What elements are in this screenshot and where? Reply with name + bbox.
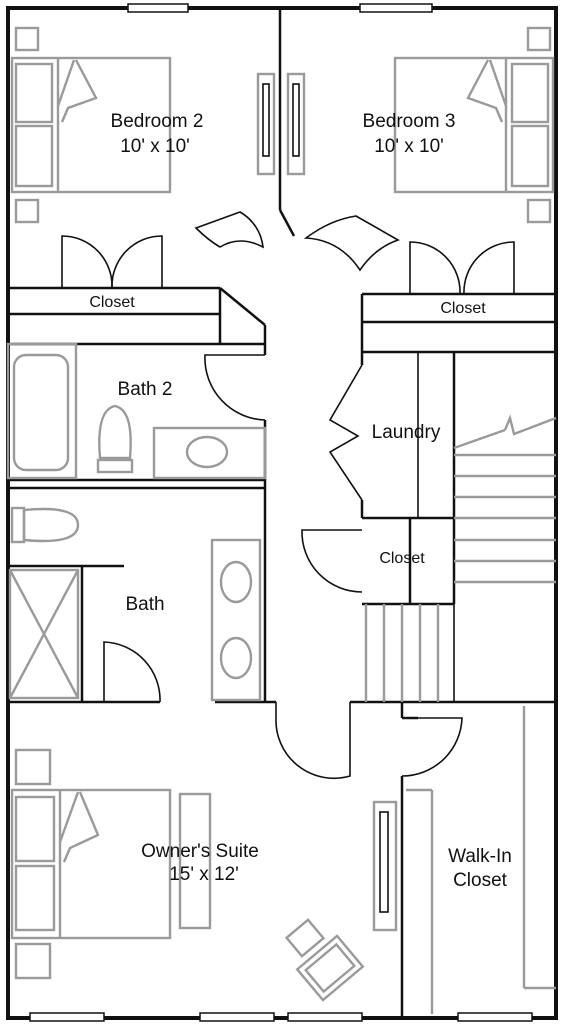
bath2-fixtures [6, 342, 267, 480]
armchair [295, 934, 365, 1002]
nightstand [14, 198, 40, 224]
nightstand [14, 748, 52, 786]
closet-left-label: Closet [89, 294, 135, 311]
outer-walls [6, 6, 558, 1020]
window-bottom-4 [457, 1012, 533, 1022]
nightstand [526, 198, 552, 224]
bed [393, 56, 555, 194]
toilet-tank [10, 506, 26, 544]
bath-label: Bath [125, 594, 164, 615]
window-top-right [359, 3, 433, 13]
nightstand [526, 26, 552, 52]
owners-suite-name: Owner's Suite [141, 841, 259, 862]
doors [61, 211, 515, 780]
bedroom3-name: Bedroom 3 [363, 111, 456, 132]
bedroom3-size: 10' x 10' [374, 136, 444, 157]
shower [8, 568, 80, 700]
window-top-left [127, 3, 189, 13]
laundry-label: Laundry [372, 422, 441, 443]
bed [10, 788, 172, 940]
wardrobe [372, 800, 398, 932]
walkin-closet-label-1: Walk-In [448, 846, 512, 867]
window-bottom-1 [29, 1012, 105, 1022]
bed [10, 56, 172, 194]
window-bottom-2 [199, 1012, 275, 1022]
wardrobes [256, 72, 306, 176]
bedroom2-name: Bedroom 2 [111, 111, 204, 132]
bedroom3-furniture [393, 26, 555, 224]
owners-suite-size: 15' x 12' [169, 864, 239, 885]
walkin-closet-label-2: Closet [453, 870, 508, 891]
toilet-tank [96, 458, 134, 474]
vanity [152, 426, 267, 480]
dresser [178, 792, 212, 930]
hall-closet-label: Closet [379, 550, 425, 567]
ottoman [284, 918, 326, 958]
nightstand [14, 26, 40, 52]
walkin-shelving [406, 706, 556, 1014]
window-bottom-3 [287, 1012, 363, 1022]
double-vanity [210, 538, 262, 702]
bedroom2-furniture [10, 26, 172, 224]
nightstand [14, 942, 52, 980]
bath-fixtures [8, 506, 262, 702]
bath2-label: Bath 2 [118, 379, 173, 400]
bathtub [6, 342, 78, 480]
room-labels: Bedroom 2 10' x 10' Bedroom 3 10' x 10' … [89, 111, 512, 891]
windows [29, 3, 533, 1022]
staircase [364, 414, 557, 702]
owners-suite-furniture [10, 748, 398, 1002]
bedroom2-size: 10' x 10' [120, 136, 190, 157]
closet-right-label: Closet [440, 300, 486, 317]
